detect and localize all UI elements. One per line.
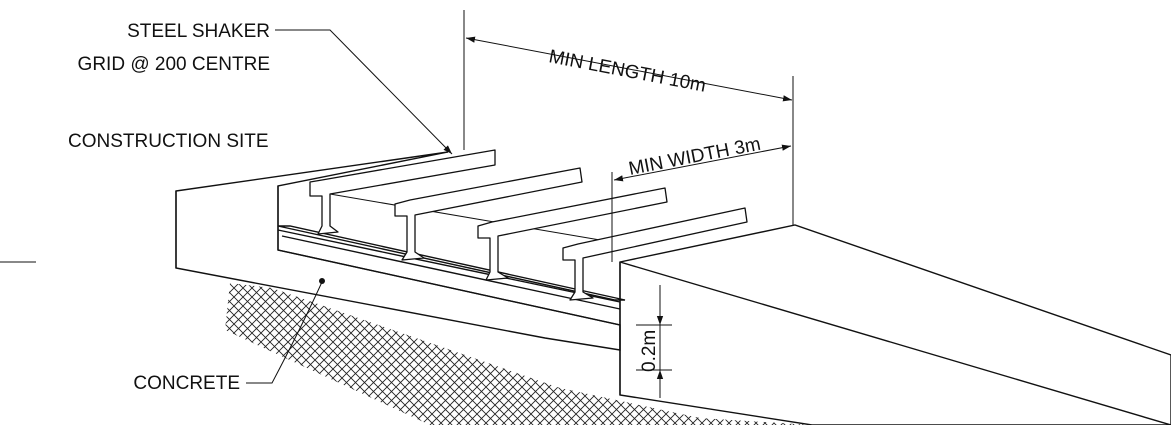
shaker-label-line2: GRID @ 200 CENTRE [78,54,270,75]
shaker-label-line1: STEEL SHAKER [127,21,270,42]
shaker-rail-2 [394,167,583,261]
depth-label: 0.2m [639,330,660,372]
shaker-leader [275,29,453,155]
min-length-label: MIN LENGTH 10m [547,46,708,97]
shaker-rail-4 [562,207,748,301]
ground-hatch [225,283,812,425]
min-width-label: MIN WIDTH 3m [627,134,763,180]
concrete-leader-dot [319,278,325,284]
pit-floor [277,225,626,301]
concrete-label: CONCRETE [133,373,240,394]
shaker-rail-3 [477,187,668,281]
ground-right [619,224,1171,425]
shaker-rail-1 [309,149,601,241]
min-width-dim-line [613,144,792,182]
concrete-leader [246,281,323,384]
min-length-dim-line [465,36,793,102]
construction-site-label: CONSTRUCTION SITE [68,131,269,152]
